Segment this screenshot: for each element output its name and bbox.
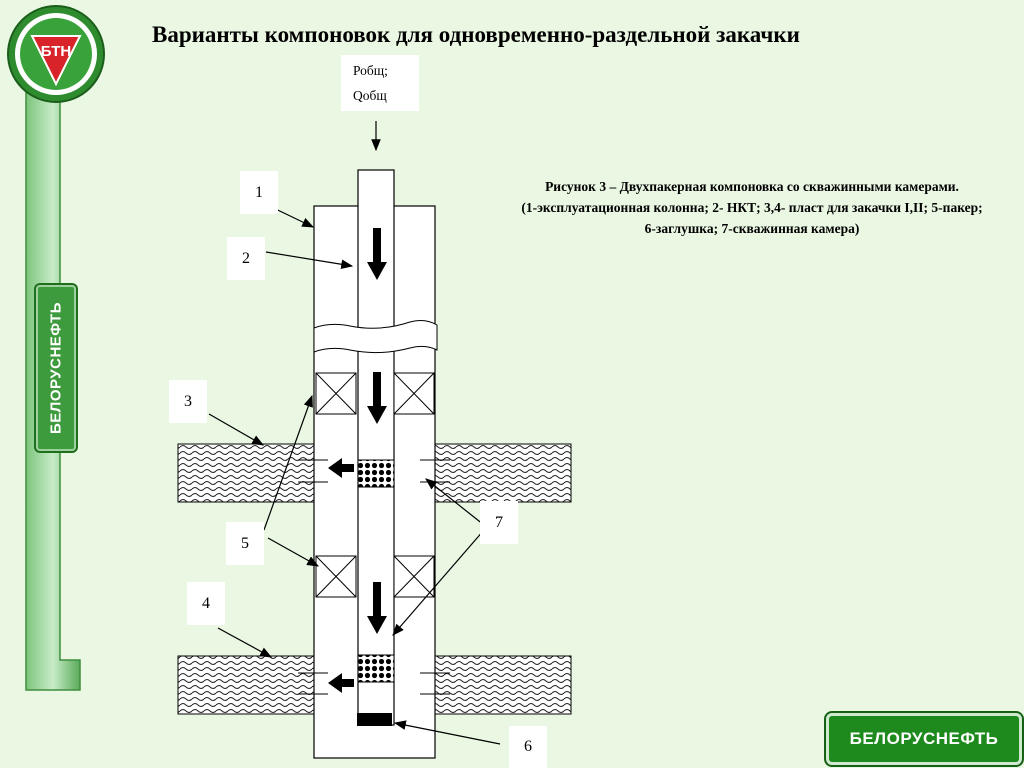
formation-layer-4 (177, 655, 572, 715)
flow-arrows-down (367, 228, 387, 634)
inflow-rate: Qобщ (353, 88, 387, 103)
slide-title: Варианты компоновок для одновременно-раз… (152, 22, 800, 47)
leader-lines (208, 200, 501, 745)
company-logo: БТН (7, 5, 105, 103)
plug (357, 713, 392, 726)
label-casing-1: 1 (240, 171, 278, 214)
packer-upper (315, 372, 435, 415)
figure-caption: Рисунок 3 – Двухпакерная компоновка со с… (462, 176, 1024, 239)
logo-text: БТН (41, 43, 71, 60)
label-chamber-7: 7 (480, 501, 518, 544)
caption-line-2: (1-эксплуатационная колонна; 2- НКТ; 3,4… (521, 200, 983, 215)
casing-column (313, 205, 436, 759)
label-tubing-2: 2 (227, 237, 265, 280)
label-plug-6: 6 (509, 726, 547, 768)
formation-layer-3 (177, 443, 572, 503)
well-chamber-lower (357, 654, 395, 683)
well-chamber-upper (357, 459, 395, 488)
label-packer-5: 5 (226, 522, 264, 565)
corner-brand-text: БЕЛОРУСНЕФТЬ (849, 729, 999, 748)
inflow-label: Робщ; Qобщ (341, 55, 419, 111)
label-formation-3: 3 (169, 380, 207, 423)
caption-line-1: Рисунок 3 – Двухпакерная компоновка со с… (545, 179, 959, 194)
flow-arrows-side (328, 458, 354, 693)
break-mark (313, 320, 438, 354)
perforation-marks (298, 459, 450, 695)
packer-lower (315, 555, 435, 598)
caption-line-3: 6-заглушка; 7-скважинная камера) (644, 221, 860, 236)
label-formation-4: 4 (187, 582, 225, 625)
side-brand-badge: БЕЛОРУСНЕФТЬ (36, 285, 76, 451)
inflow-pressure: Робщ; (353, 63, 388, 78)
corner-brand-badge: БЕЛОРУСНЕФТЬ (826, 713, 1022, 765)
tubing (357, 169, 395, 726)
side-brand-text: БЕЛОРУСНЕФТЬ (47, 302, 65, 434)
